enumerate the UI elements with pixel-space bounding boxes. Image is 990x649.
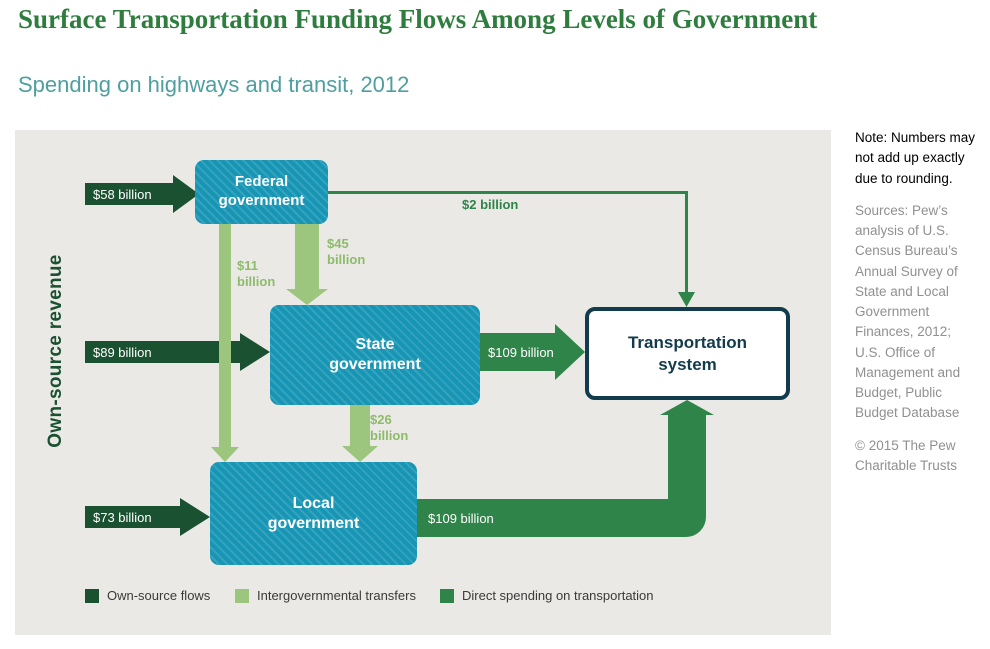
legend-label-transfers: Intergovernmental transfers [257,588,416,603]
own-source-revenue-axis-label: Own-source revenue [45,254,66,448]
transportation-system-label: Transportation system [627,333,747,374]
legend-swatch-direct-spending [440,588,454,603]
legend-label-own-source: Own-source flows [107,588,211,603]
arrow-head-down-icon [342,446,378,462]
transportation-system-node: Transportation system [585,307,790,400]
note-text: Note: Numbers may not add up exactly due… [855,130,976,186]
arrow-body-vertical [668,414,706,510]
arrow-body: $109 billion [480,333,555,371]
arrow-head-up-icon [660,400,714,415]
arrow-body: $89 billion [85,341,240,363]
arrow-head-down-icon [211,447,239,462]
arrow-line-horizontal [328,191,688,194]
arrow-head-right-icon [555,324,585,380]
state-government-label: State government [329,336,421,373]
flow-value-2-billion: $2 billion [462,197,519,212]
local-government-node: Local government [210,462,417,565]
diagram-canvas: Own-source revenue $58 billion $89 billi… [15,130,831,635]
arrow-body: $58 billion [85,183,173,205]
local-government-label: Local government [267,494,360,532]
legend-swatch-transfers [235,588,249,603]
arrow-body [295,224,319,289]
flow-value-73-billion: $73 billion [93,509,152,525]
legend-item-transfers: Intergovernmental transfers [235,588,416,603]
arrow-body [219,224,231,447]
federal-government-label: Federal government [218,173,305,209]
flow-value-26-billion: $26 billion [370,412,409,443]
flow-value-11-billion: $11 billion [237,258,276,289]
page-title: Surface Transportation Funding Flows Amo… [18,4,818,34]
arrow-body: $73 billion [85,506,180,528]
arrow-head-down-icon [678,292,695,307]
page-subtitle: Spending on highways and transit, 2012 [18,72,410,97]
sources-text: Sources: Pew’s analysis of U.S. Census B… [855,202,961,421]
arrow-head-down-icon [286,289,328,305]
state-government-node: State government [270,305,480,405]
arrow-head-right-icon [180,498,210,536]
legend-item-own-source: Own-source flows [85,588,210,603]
legend-swatch-own-source [85,588,99,603]
flow-value-109-billion-state: $109 billion [488,344,554,360]
legend-label-direct-spending: Direct spending on transportation [462,588,654,603]
legend-item-direct-spending: Direct spending on transportation [440,588,654,603]
arrow-line-vertical [685,191,688,292]
arrow-body-horizontal: $109 billion [417,499,706,537]
flow-value-45-billion: $45 billion [327,236,366,267]
flow-value-109-billion-local: $109 billion [428,510,494,526]
arrow-head-right-icon [240,333,270,371]
flow-value-58-billion: $58 billion [93,186,152,202]
sidebar-notes: Note: Numbers may not add up exactly due… [855,128,979,476]
flow-value-89-billion: $89 billion [93,344,152,360]
federal-government-node: Federal government [195,160,328,224]
arrow-body [350,405,370,446]
copyright-text: © 2015 The Pew Charitable Trusts [855,437,958,473]
